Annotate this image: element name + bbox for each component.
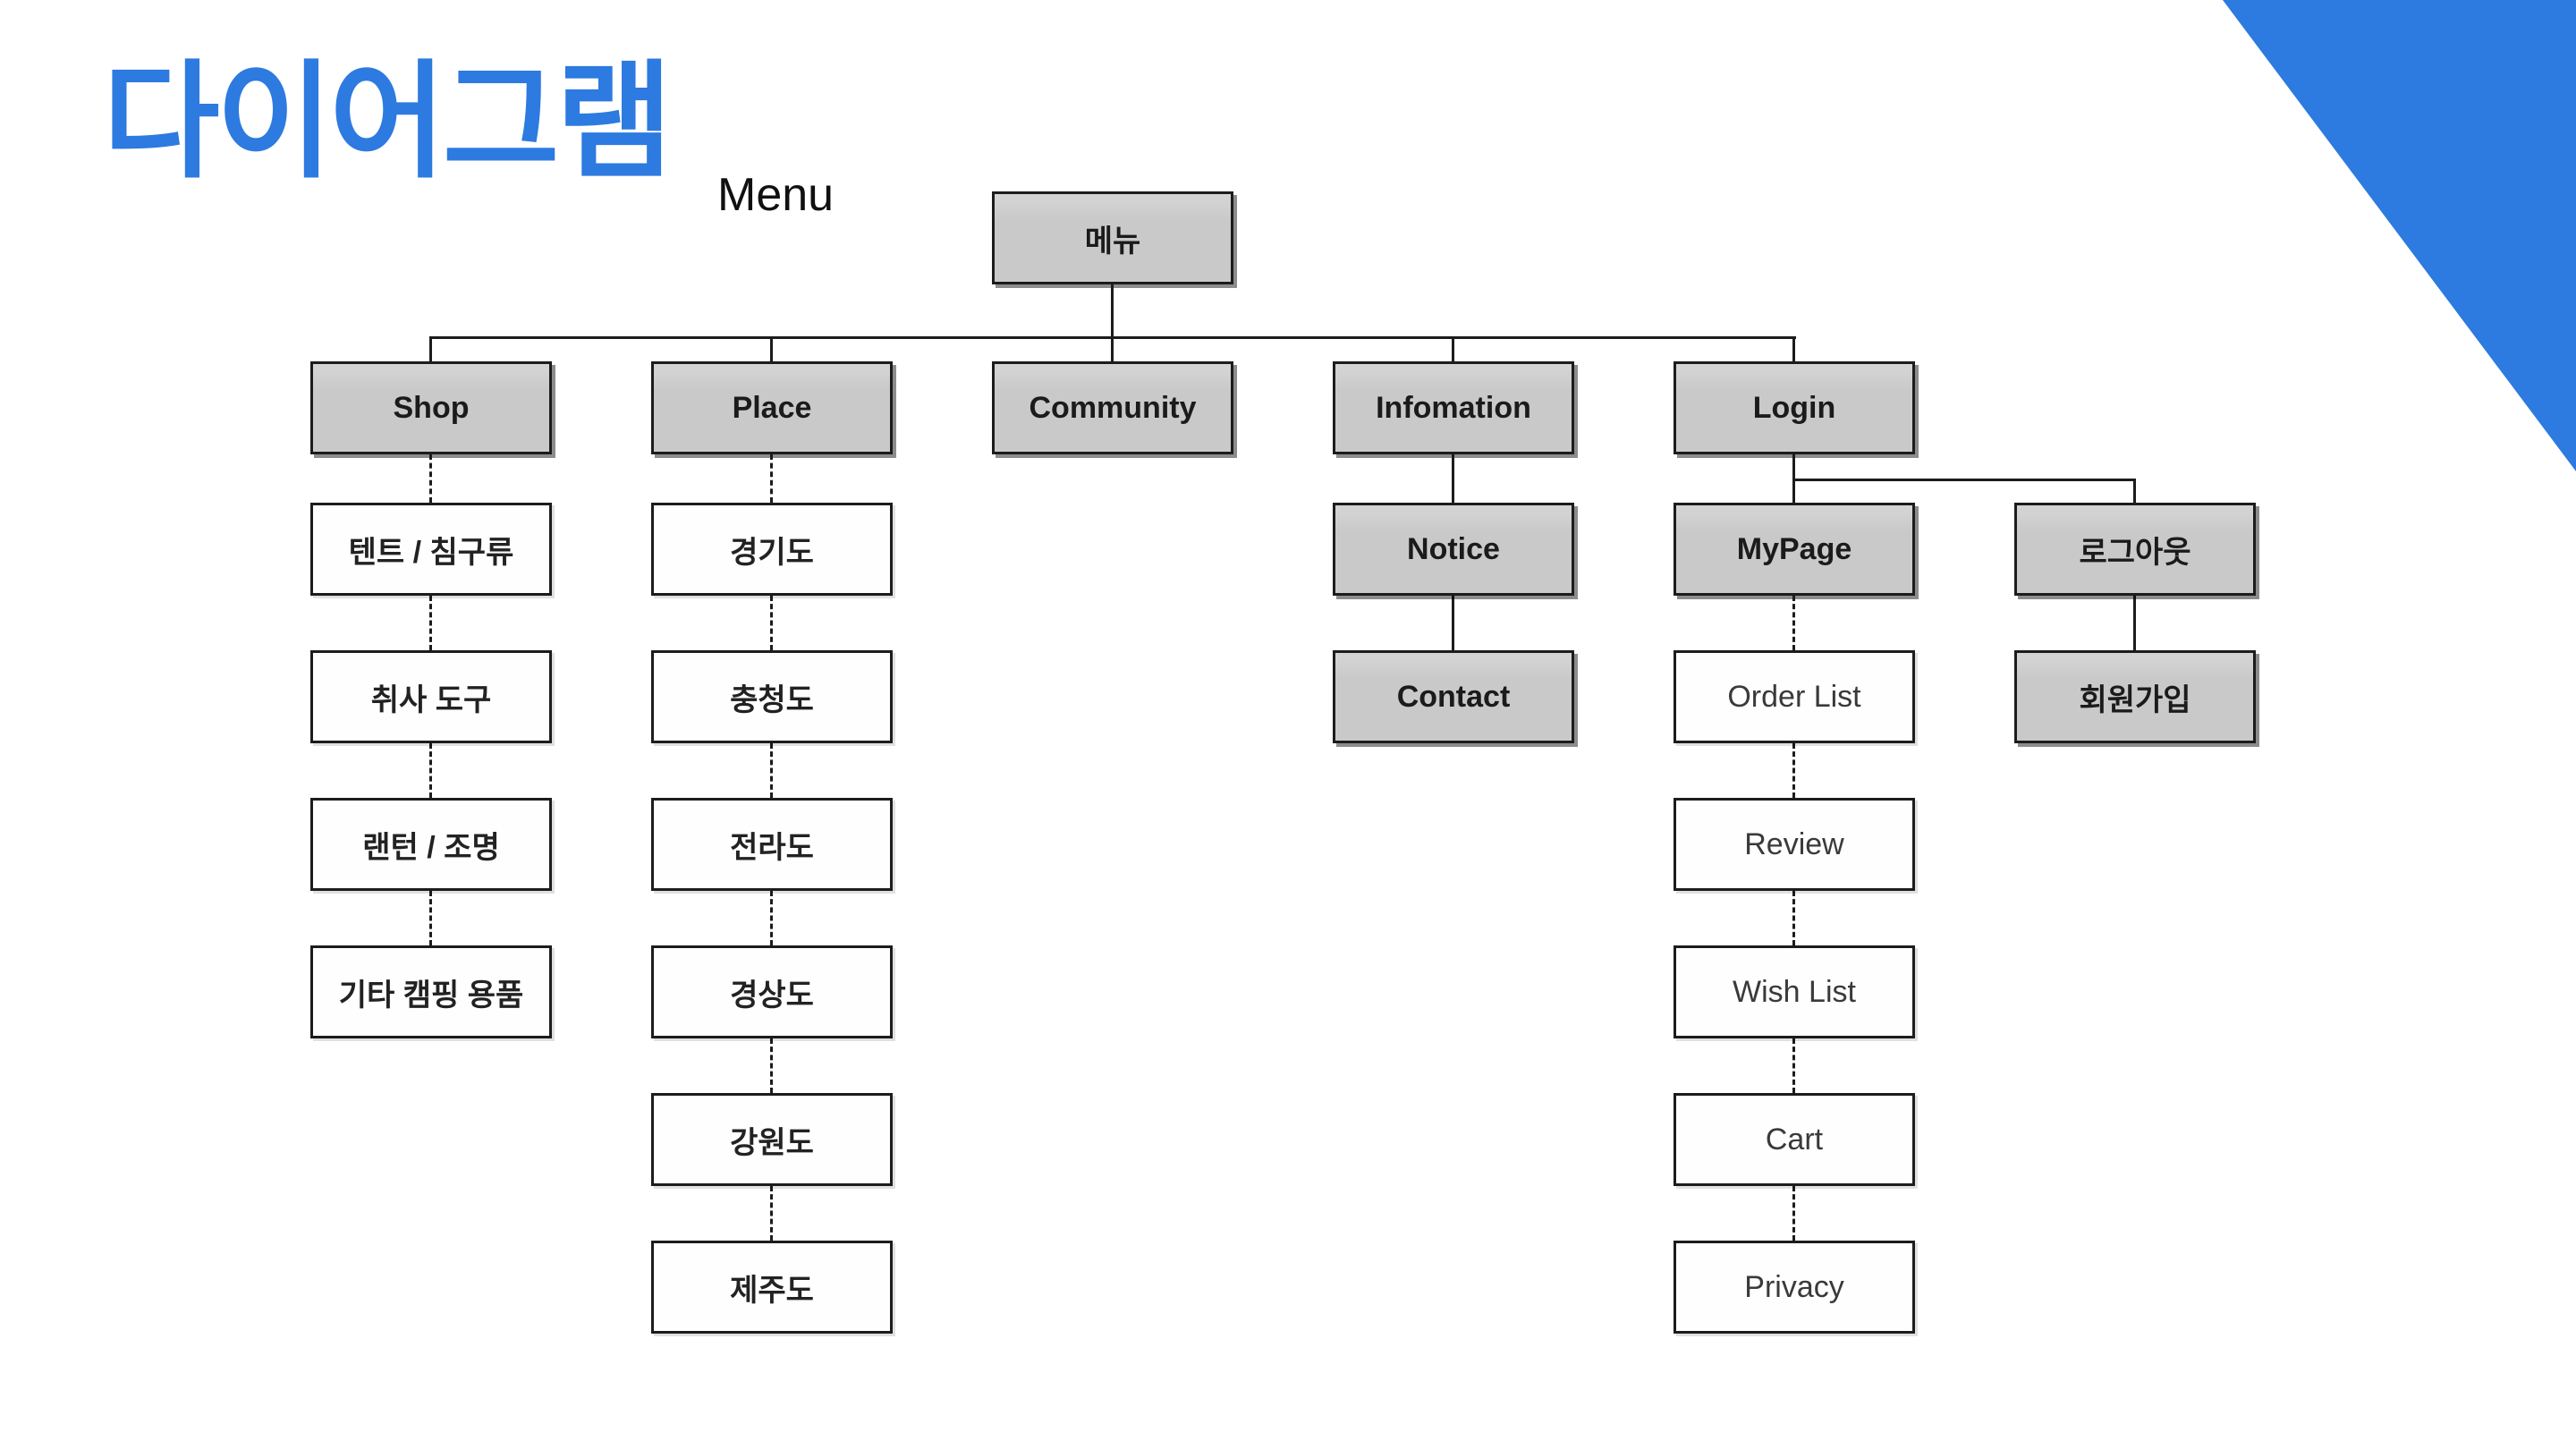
node-notice: Notice (1333, 503, 1574, 596)
node-order-list-label: Order List (1727, 679, 1861, 714)
node-login-label: Login (1752, 390, 1836, 425)
node-infomation: Infomation (1333, 361, 1574, 454)
node-lantern-lighting: 랜턴 / 조명 (310, 798, 552, 891)
node-cooking-tools-label: 취사 도구 (370, 682, 492, 717)
connector-branch-logout (2133, 479, 2136, 503)
node-cart-label: Cart (1765, 1122, 1824, 1157)
node-place-label: Place (732, 390, 812, 425)
node-jejudo-label: 제주도 (730, 1273, 814, 1308)
node-mypage: MyPage (1674, 503, 1915, 596)
node-privacy-label: Privacy (1744, 1269, 1844, 1304)
node-shop: Shop (310, 361, 552, 454)
node-community-label: Community (1029, 390, 1197, 425)
connector-notice-contact (1452, 596, 1454, 650)
connector-place-child4 (770, 891, 773, 945)
node-login: Login (1674, 361, 1915, 454)
connector-trunk-login (1792, 336, 1795, 361)
node-cart: Cart (1674, 1093, 1915, 1186)
page-subtitle: Menu (717, 169, 835, 221)
node-review-label: Review (1744, 826, 1844, 861)
node-wish-list-label: Wish List (1733, 974, 1856, 1009)
node-place: Place (651, 361, 893, 454)
node-other-camping-goods: 기타 캠핑 용품 (310, 945, 552, 1038)
connector-place-child2 (770, 596, 773, 650)
connector-infomation-notice (1452, 454, 1454, 503)
connector-orderlist-review (1792, 743, 1795, 798)
node-gyeongsangdo: 경상도 (651, 945, 893, 1038)
node-gangwondo-label: 강원도 (730, 1125, 814, 1160)
node-privacy: Privacy (1674, 1241, 1915, 1334)
node-gyeongsangdo-label: 경상도 (730, 978, 814, 1013)
node-logout-label: 로그아웃 (2079, 535, 2191, 570)
node-wish-list: Wish List (1674, 945, 1915, 1038)
connector-shop-child4 (429, 891, 432, 945)
connector-trunk-shop (429, 336, 432, 361)
node-gangwondo: 강원도 (651, 1093, 893, 1186)
node-jeollado-label: 전라도 (730, 830, 814, 865)
node-signup-label: 회원가입 (2079, 682, 2191, 717)
connector-trunk-infomation (1452, 336, 1454, 361)
connector-logout-signup (2133, 596, 2136, 650)
node-other-camping-goods-label: 기타 캠핑 용품 (338, 978, 524, 1013)
node-tent-bedding-label: 텐트 / 침구류 (348, 535, 514, 570)
connector-menu-community (1111, 284, 1114, 361)
node-tent-bedding: 텐트 / 침구류 (310, 503, 552, 596)
node-order-list: Order List (1674, 650, 1915, 743)
node-review: Review (1674, 798, 1915, 891)
connector-place-child3 (770, 743, 773, 798)
connector-mypage-orderlist (1792, 596, 1795, 650)
node-jejudo: 제주도 (651, 1241, 893, 1334)
node-community: Community (992, 361, 1233, 454)
connector-place-child6 (770, 1186, 773, 1241)
connector-shop-child1 (429, 454, 432, 503)
node-gyeonggido-label: 경기도 (730, 535, 814, 570)
connector-place-child1 (770, 454, 773, 503)
corner-accent-triangle (2223, 0, 2576, 471)
node-mypage-label: MyPage (1736, 531, 1852, 566)
page-title: 다이어그램 (103, 51, 673, 193)
node-cooking-tools: 취사 도구 (310, 650, 552, 743)
node-signup: 회원가입 (2014, 650, 2256, 743)
node-contact: Contact (1333, 650, 1574, 743)
node-gyeonggido: 경기도 (651, 503, 893, 596)
node-notice-label: Notice (1407, 531, 1500, 566)
connector-review-wishlist (1792, 891, 1795, 945)
connector-wishlist-cart (1792, 1038, 1795, 1093)
connector-login-branch (1792, 479, 2135, 481)
node-infomation-label: Infomation (1376, 390, 1531, 425)
connector-place-child5 (770, 1038, 773, 1093)
connector-shop-child3 (429, 743, 432, 798)
connector-cart-privacy (1792, 1186, 1795, 1241)
node-chungcheongdo-label: 충청도 (730, 682, 814, 717)
node-chungcheongdo: 충청도 (651, 650, 893, 743)
node-menu: 메뉴 (992, 191, 1233, 284)
connector-shop-child2 (429, 596, 432, 650)
node-shop-label: Shop (393, 390, 470, 425)
connector-trunk-place (770, 336, 773, 361)
node-lantern-lighting-label: 랜턴 / 조명 (362, 830, 500, 865)
node-logout: 로그아웃 (2014, 503, 2256, 596)
node-jeollado: 전라도 (651, 798, 893, 891)
node-menu-label: 메뉴 (1084, 224, 1141, 258)
connector-trunk (430, 336, 1796, 339)
node-contact-label: Contact (1396, 679, 1511, 714)
